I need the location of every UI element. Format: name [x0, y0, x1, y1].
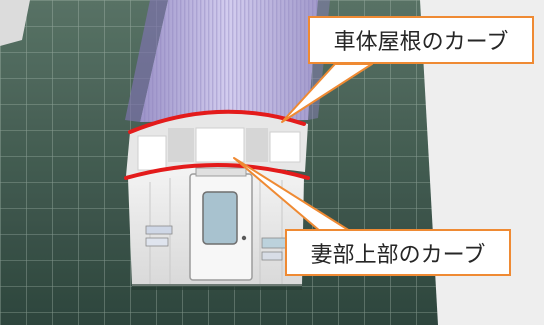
end-top-curve-highlight — [124, 163, 310, 180]
door-window — [202, 191, 238, 245]
roof-curve-highlight — [128, 109, 306, 134]
callout-roof-curve: 車体屋根のカーブ — [308, 16, 534, 64]
callout-end-top-curve: 妻部上部のカーブ — [285, 229, 511, 276]
roof-callout-arrow — [281, 63, 373, 123]
